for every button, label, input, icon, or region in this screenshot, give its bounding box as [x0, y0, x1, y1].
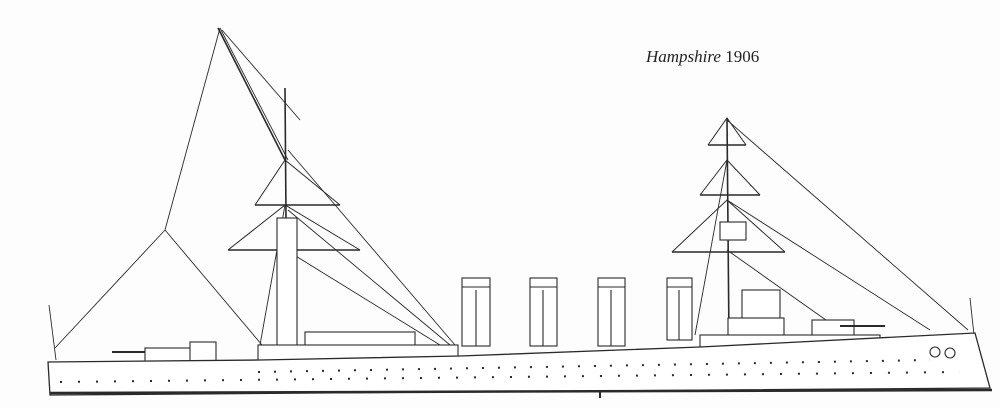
- caption: Hampshire 1906: [646, 47, 759, 67]
- hull: [47, 332, 993, 396]
- funnels: [461, 277, 693, 347]
- ship-name: Hampshire: [646, 47, 721, 66]
- rigging: [48, 27, 975, 361]
- ship-year: 1906: [725, 47, 760, 66]
- masts: [217, 27, 786, 351]
